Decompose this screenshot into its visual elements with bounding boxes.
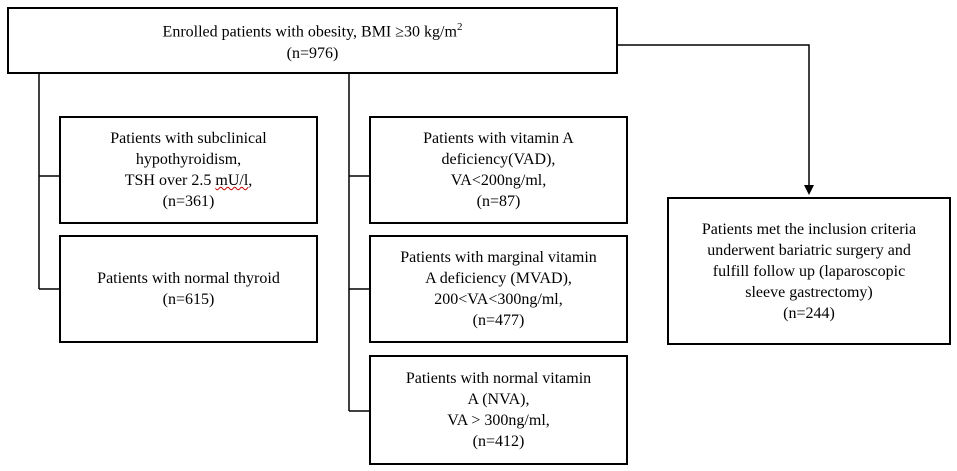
vad-count: (n=87) — [476, 193, 521, 210]
surgery-line-4: sleeve gastrectomy) — [745, 283, 873, 301]
tsh-unit: mU/l — [215, 172, 249, 189]
surgery-line-3: fulfill follow up (laparoscopic — [712, 262, 906, 280]
normal-thyroid-box: Patients with normal thyroid (n=615) — [59, 235, 318, 343]
subclinical-count: (n=361) — [162, 193, 215, 210]
mvad-line-3: 200<VA<300ng/ml, — [434, 291, 563, 308]
surgery-count: (n=244) — [783, 304, 835, 322]
vad-line-1: Patients with vitamin A — [423, 130, 574, 147]
bariatric-surgery-box: Patients met the inclusion criteria unde… — [667, 197, 951, 345]
vitamin-a-deficiency-box: Patients with vitamin A deficiency(VAD),… — [369, 116, 628, 224]
enrolled-patients-title: Enrolled patients with obesity, BMI ≥30 … — [162, 21, 463, 41]
nva-line-3: VA > 300ng/ml, — [447, 412, 550, 429]
nva-line-2: A (NVA), — [467, 391, 530, 408]
nva-line-1: Patients with normal vitamin — [405, 370, 592, 387]
marginal-vitamin-a-box: Patients with marginal vitamin A deficie… — [369, 235, 628, 343]
subclinical-hypothyroidism-box: Patients with subclinical hypothyroidism… — [59, 116, 318, 224]
normal-vitamin-a-box: Patients with normal vitamin A (NVA), VA… — [369, 355, 628, 465]
vad-line-2: deficiency(VAD), — [441, 151, 556, 168]
mvad-line-1: Patients with marginal vitamin — [400, 249, 597, 266]
surgery-arrow — [618, 44, 814, 195]
normal-thyroid-count: (n=615) — [162, 291, 215, 308]
subclinical-line-3: TSH over 2.5 mU/l, — [124, 172, 253, 189]
normal-thyroid-label: Patients with normal thyroid — [97, 270, 280, 287]
enrolled-patients-box: Enrolled patients with obesity, BMI ≥30 … — [7, 7, 618, 74]
subclinical-line-1: Patients with subclinical — [110, 130, 267, 147]
mvad-count: (n=477) — [472, 312, 525, 329]
mvad-line-2: A deficiency (MVAD), — [425, 270, 572, 287]
enrolled-patients-count: (n=976) — [286, 44, 339, 62]
vad-line-3: VA<200ng/ml, — [450, 172, 547, 189]
surgery-line-1: Patients met the inclusion criteria — [701, 220, 917, 238]
surgery-line-2: underwent bariatric surgery and — [707, 241, 911, 259]
nva-count: (n=412) — [472, 433, 525, 450]
subclinical-line-2: hypothyroidism, — [135, 151, 242, 168]
